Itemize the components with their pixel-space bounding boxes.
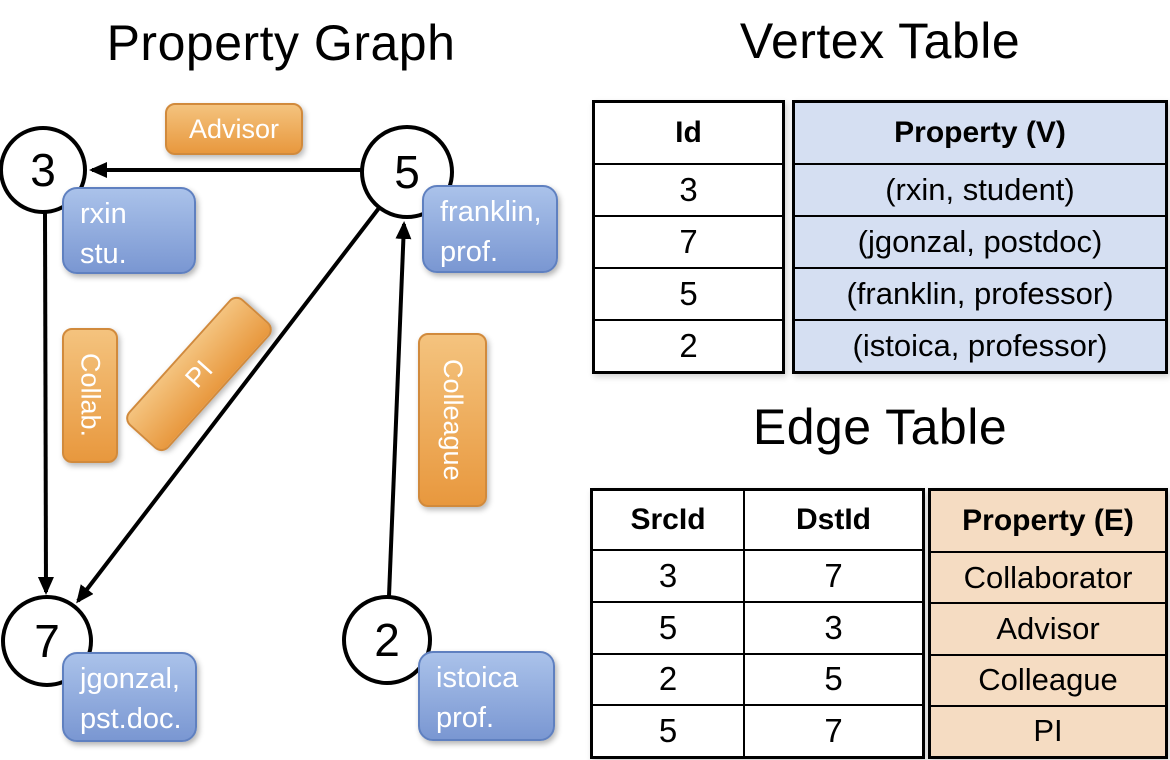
edge-line-colleague-2-to-5 xyxy=(387,221,412,597)
vertex-table-id-cell: 7 xyxy=(595,215,782,267)
vertex-id-7: 7 xyxy=(34,615,60,667)
vertex-table-id-cell: 5 xyxy=(595,267,782,319)
vertex-property-line: rxin xyxy=(80,198,127,230)
vertex-table-property-cell: (istoica, professor) xyxy=(795,319,1165,371)
edge-table-property-cell: Collaborator xyxy=(931,551,1165,602)
vertex-circle-2 xyxy=(342,595,432,685)
vertex-table-property-cell: (franklin, professor) xyxy=(795,267,1165,319)
vertex-table-id-cell: 3 xyxy=(595,163,782,215)
vertex-table-property-header: Property (V) xyxy=(894,116,1066,149)
edge-table-row: 2 5 xyxy=(593,652,922,705)
vertex-property-line: istoica xyxy=(436,662,519,694)
vertex-id-2: 2 xyxy=(374,614,400,666)
vertex-id-5: 5 xyxy=(394,146,420,198)
edge-label-collaborator: Collab. xyxy=(62,328,118,463)
edge-line-collaborator-3-to-7 xyxy=(37,212,54,595)
vertex-table-property-column: Property (V) (rxin, student) (jgonzal, p… xyxy=(792,100,1168,374)
edge-table-title: Edge Table xyxy=(752,399,1008,455)
vertex-property-box-3: rxin stu. xyxy=(62,187,196,274)
vertex-table-property-cell: (jgonzal, postdoc) xyxy=(795,215,1165,267)
vertex-property-line: prof. xyxy=(440,236,499,268)
vertex-circle-3 xyxy=(0,126,87,214)
edge-table-ids-columns: SrcId DstId 3 7 5 3 2 5 5 7 xyxy=(590,488,925,759)
property-graph-title: Property Graph xyxy=(106,15,456,71)
edge-table-row: 5 3 xyxy=(593,600,922,653)
edge-table-srcid-cell: 3 xyxy=(593,551,745,601)
vertex-property-box-7: jgonzal, pst.doc. xyxy=(62,652,197,742)
edge-table-srcid-cell: 5 xyxy=(593,602,745,653)
edge-table-property-cell: PI xyxy=(931,704,1165,756)
edge-table-dstid-cell: 7 xyxy=(824,712,843,750)
edge-table-property-cell: Advisor xyxy=(931,602,1165,653)
vertex-table-id-cell: 2 xyxy=(595,319,782,371)
edge-table-srcid-cell: 5 xyxy=(593,706,745,756)
vertex-property-line: prof. xyxy=(436,702,495,734)
edge-table-header-row: SrcId DstId xyxy=(593,491,922,549)
vertex-property-line: pst.doc. xyxy=(80,703,182,735)
edge-table-property-header: Property (E) xyxy=(962,504,1134,537)
vertex-id-3: 3 xyxy=(30,144,56,196)
edge-line-pi-5-to-7 xyxy=(76,206,381,604)
vertex-property-line: franklin, xyxy=(440,196,542,228)
edge-table-dstid-cell: 3 xyxy=(824,608,843,646)
edge-table-srcid-cell: 2 xyxy=(593,654,745,705)
property-graph-drawing xyxy=(0,125,454,687)
vertex-property-box-2: istoica prof. xyxy=(418,651,555,741)
edge-label-advisor: Advisor xyxy=(165,103,303,155)
edge-table-row: 3 7 xyxy=(593,549,922,601)
vertex-table-id-column: Id 3 7 5 2 xyxy=(592,100,785,374)
edge-table-property-column: Property (E) Collaborator Advisor Collea… xyxy=(928,488,1168,759)
edge-table-property-cell: Colleague xyxy=(931,653,1165,705)
vertex-table-property-cell: (rxin, student) xyxy=(795,163,1165,215)
vertex-table-id-header: Id xyxy=(675,116,702,149)
edge-table-row: 5 7 xyxy=(593,704,922,756)
edge-label-colleague: Colleague xyxy=(418,333,487,507)
edge-table-dstid-cell: 7 xyxy=(824,556,843,594)
vertex-property-line: stu. xyxy=(80,238,127,270)
edge-table-dstid-header: DstId xyxy=(796,503,871,536)
vertex-property-box-5: franklin, prof. xyxy=(422,185,558,273)
vertex-property-line: jgonzal, xyxy=(80,663,180,695)
vertex-table-title: Vertex Table xyxy=(739,13,1021,69)
edge-table-srcid-header: SrcId xyxy=(593,491,745,549)
edge-table-dstid-cell: 5 xyxy=(824,660,843,698)
